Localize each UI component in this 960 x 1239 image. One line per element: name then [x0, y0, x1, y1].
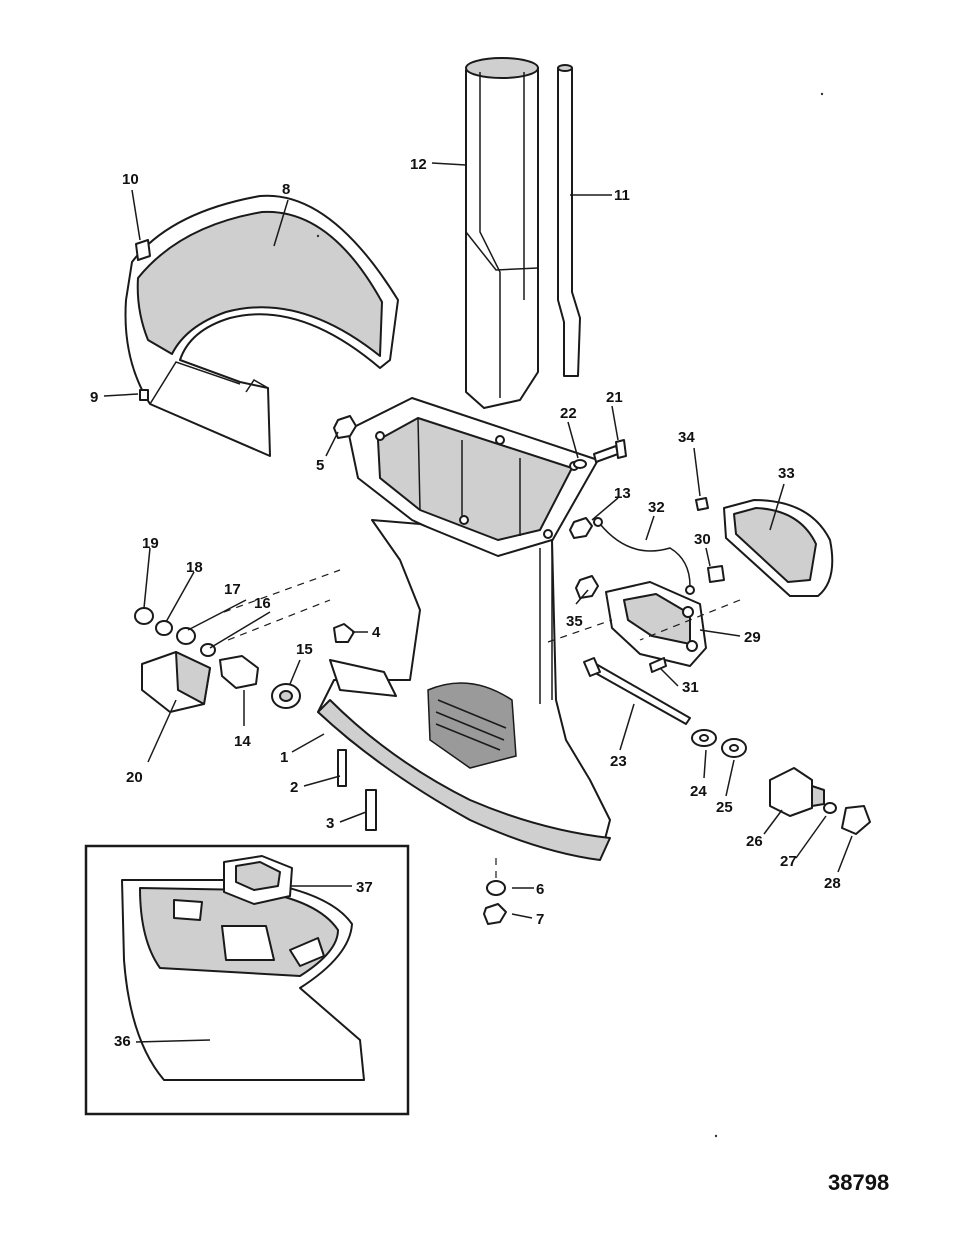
- callout-36: 36: [114, 1033, 131, 1050]
- stud: [337, 749, 347, 787]
- callout-13: 13: [614, 485, 631, 502]
- callout-17: 17: [224, 581, 241, 598]
- bracket: [141, 651, 211, 713]
- inset-frame: [84, 844, 410, 1116]
- callout-24: 24: [690, 783, 707, 800]
- callout-9: 9: [90, 389, 98, 406]
- exhaust-tube: [465, 57, 539, 409]
- grommet: [271, 683, 301, 709]
- callout-15: 15: [296, 641, 313, 658]
- diagram-reference-number: 38798: [828, 1170, 890, 1195]
- nut: [575, 575, 599, 599]
- callout-20: 20: [126, 769, 143, 786]
- washer: [691, 729, 717, 747]
- washer: [155, 620, 173, 636]
- callout-28: 28: [824, 875, 841, 892]
- callout-5: 5: [316, 457, 324, 474]
- water-pickup: [121, 879, 365, 1081]
- callout-34: 34: [678, 429, 695, 446]
- callout-6: 6: [536, 881, 544, 898]
- callout-25: 25: [716, 799, 733, 816]
- callout-22: 22: [560, 405, 577, 422]
- rubber-mount: [769, 767, 825, 817]
- seal: [223, 855, 293, 905]
- callout-12: 12: [410, 156, 427, 173]
- washer: [823, 802, 837, 814]
- washer: [176, 627, 196, 645]
- washer: [486, 880, 506, 896]
- callout-1: 1: [280, 749, 288, 766]
- callout-11: 11: [614, 187, 630, 204]
- fastener: [139, 389, 149, 401]
- nut: [134, 607, 154, 625]
- callout-8: 8: [282, 181, 290, 198]
- driveshaft-housing: [317, 397, 611, 861]
- callout-10: 10: [122, 171, 139, 188]
- chaps-cover: [124, 194, 399, 457]
- ground-wire: [593, 517, 695, 595]
- callout-29: 29: [744, 629, 761, 646]
- callout-4: 4: [372, 624, 381, 641]
- callout-23: 23: [610, 753, 627, 770]
- clip: [135, 239, 151, 261]
- water-tube: [557, 64, 581, 377]
- screw: [649, 657, 667, 673]
- screw: [707, 565, 725, 583]
- callout-27: 27: [780, 853, 797, 870]
- cover: [723, 499, 834, 597]
- callout-3: 3: [326, 815, 334, 832]
- washer: [721, 738, 747, 758]
- nut: [569, 517, 593, 539]
- callout-18: 18: [186, 559, 203, 576]
- plug: [333, 623, 355, 643]
- callout-7: 7: [536, 911, 544, 928]
- stud: [365, 789, 377, 831]
- callout-16: 16: [254, 595, 271, 612]
- nut: [483, 903, 507, 925]
- washer-and-screw: [573, 439, 627, 469]
- nut: [841, 805, 871, 835]
- callout-35: 35: [566, 613, 583, 630]
- callout-26: 26: [746, 833, 763, 850]
- screw: [695, 497, 709, 511]
- callout-30: 30: [694, 531, 711, 548]
- nut: [333, 415, 357, 439]
- callout-19: 19: [142, 535, 159, 552]
- callout-33: 33: [778, 465, 795, 482]
- callout-2: 2: [290, 779, 298, 796]
- bracket: [605, 581, 707, 667]
- callout-14: 14: [234, 733, 251, 750]
- callout-21: 21: [606, 389, 623, 406]
- long-bolt: [583, 657, 691, 725]
- fitting: [219, 655, 259, 689]
- callout-32: 32: [648, 499, 665, 516]
- callout-31: 31: [682, 679, 699, 696]
- callout-37: 37: [356, 879, 373, 896]
